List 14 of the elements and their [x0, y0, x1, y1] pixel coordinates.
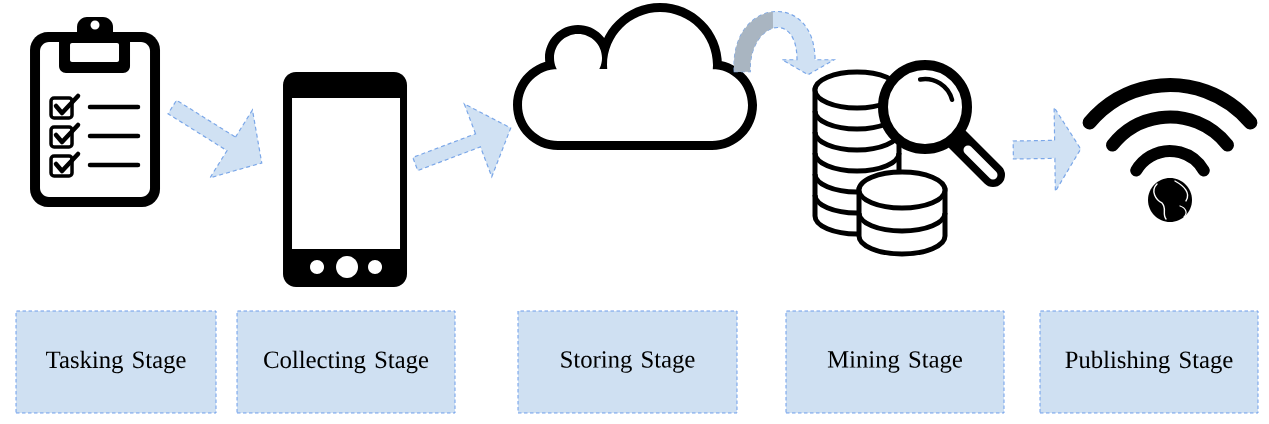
block-arrow	[412, 102, 512, 179]
curved-arrow	[733, 11, 835, 76]
stage-box: Mining Stage	[785, 310, 1005, 414]
stage-box: Storing Stage	[517, 310, 738, 414]
block-arrow	[1012, 105, 1082, 194]
cloud-icon	[513, 3, 757, 150]
stage-box: Collecting Stage	[236, 310, 456, 414]
wifi-globe-icon	[1082, 78, 1258, 222]
block-arrow	[167, 99, 263, 179]
stage-box: Tasking Stage	[15, 310, 217, 414]
clipboard-icon	[30, 17, 160, 207]
database-search-icon	[812, 60, 1005, 257]
phone-icon	[283, 72, 407, 287]
stage-box: Publishing Stage	[1039, 310, 1259, 414]
